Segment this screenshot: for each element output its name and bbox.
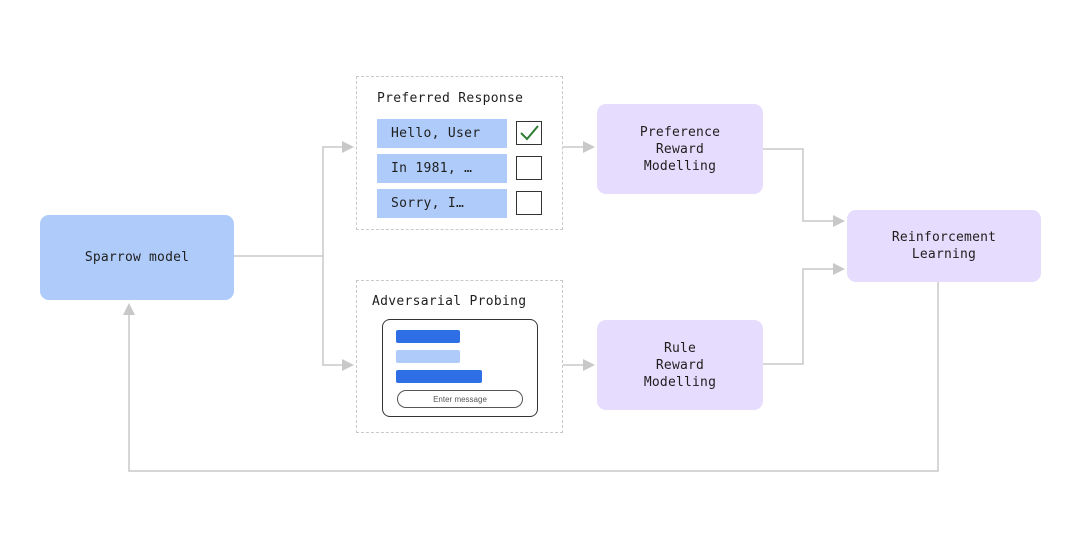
checkbox-unchecked <box>516 191 542 215</box>
response-option-2: In 1981, … <box>377 154 507 183</box>
edge-prm-to-rl <box>762 148 845 227</box>
rule-reward-modelling-label: Rule Reward Modelling <box>643 340 717 390</box>
reinforcement-learning-label: Reinforcement Learning <box>891 230 997 262</box>
edge-to-adversarial <box>322 256 354 371</box>
chat-window-illustration: Enter message <box>382 319 538 417</box>
edge-to-preferred <box>322 141 354 256</box>
rule-reward-modelling-node: Rule Reward Modelling <box>597 320 763 410</box>
preferred-response-panel <box>356 76 563 230</box>
preferred-response-title: Preferred Response <box>377 91 524 106</box>
preference-reward-modelling-label: Preference Reward Modelling <box>639 124 721 174</box>
checkbox-checked <box>516 121 542 145</box>
checkmark-icon <box>520 125 539 141</box>
adversarial-probing-title: Adversarial Probing <box>372 294 527 309</box>
checkbox-unchecked <box>516 156 542 180</box>
response-option-1: Hello, User <box>377 119 507 148</box>
message-input: Enter message <box>397 390 523 408</box>
sparrow-model-node: Sparrow model <box>40 215 234 300</box>
preference-reward-modelling-node: Preference Reward Modelling <box>597 104 763 194</box>
sparrow-model-label: Sparrow model <box>84 250 190 265</box>
message-bar-light <box>396 350 460 363</box>
reinforcement-learning-node: Reinforcement Learning <box>847 210 1041 282</box>
message-bar-dark <box>396 330 460 343</box>
edge-rrm-to-rl <box>762 263 845 365</box>
edge-rl-feedback <box>123 282 939 472</box>
message-bar-dark <box>396 370 482 383</box>
adversarial-probing-panel <box>356 280 563 433</box>
response-option-3: Sorry, I… <box>377 189 507 218</box>
